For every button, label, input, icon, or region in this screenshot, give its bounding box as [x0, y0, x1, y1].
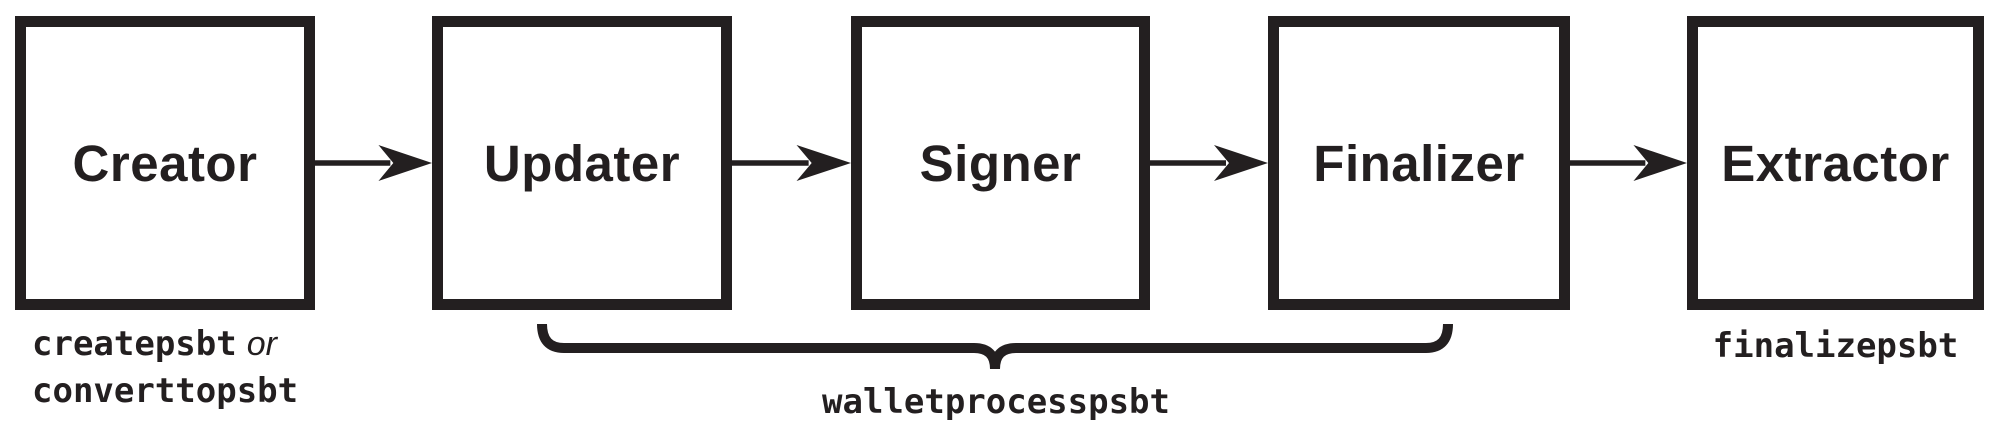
underbrace-icon [537, 323, 1453, 370]
box-creator-label: Creator [72, 134, 258, 192]
arrow-finalizer-to-extractor-icon [1570, 145, 1687, 181]
box-extractor: Extractor [1687, 16, 1984, 310]
box-extractor-label: Extractor [1721, 134, 1950, 192]
finalizepsbt-caption: finalizepsbt [1712, 326, 1959, 366]
creator-command-2: converttopsbt [32, 371, 299, 411]
box-finalizer: Finalizer [1268, 16, 1570, 310]
box-signer: Signer [851, 16, 1150, 310]
creator-command-1: createpsbt [32, 324, 237, 364]
box-updater: Updater [432, 16, 732, 310]
box-updater-label: Updater [483, 134, 681, 192]
box-signer-label: Signer [919, 134, 1082, 192]
walletprocesspsbt-caption: walletprocesspsbt [822, 382, 1170, 422]
box-finalizer-label: Finalizer [1313, 134, 1525, 192]
arrow-updater-to-signer-icon [732, 145, 851, 181]
arrow-signer-to-finalizer-icon [1150, 145, 1268, 181]
arrow-creator-to-updater-icon [315, 145, 432, 181]
box-creator: Creator [15, 16, 315, 310]
creator-conjunction: or [246, 325, 277, 363]
